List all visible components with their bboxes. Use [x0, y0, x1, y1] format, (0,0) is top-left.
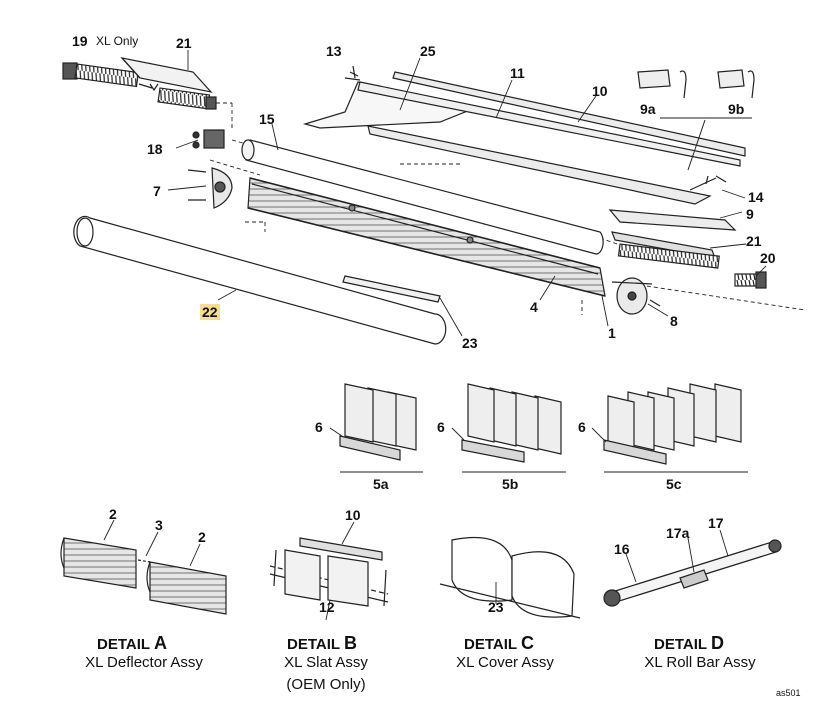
main-housing [247, 177, 606, 297]
detail-d-drawing [603, 529, 782, 607]
callout-19-note: XL Only [96, 34, 139, 48]
detail-a-caption: XL Deflector Assy [85, 654, 203, 671]
detail-d-word: DETAIL [654, 636, 707, 653]
callout-detail-a-3: 3 [155, 517, 163, 533]
callout-detail-b-12: 12 [319, 599, 335, 615]
detail-b-caption: XL Slat Assy [284, 654, 368, 671]
callout-6-5a: 6 [315, 419, 323, 435]
callout-4: 4 [530, 299, 538, 315]
detail-c-drawing [439, 536, 581, 619]
trim-strip-23 [342, 275, 463, 337]
callout-11: 11 [510, 65, 525, 81]
lead-rail-9-upper [367, 125, 727, 205]
leader-lines [167, 50, 767, 327]
roller-tube-15 [241, 139, 604, 255]
detail-a-word: DETAIL [97, 636, 150, 653]
detail-c-caption: XL Cover Assy [456, 654, 554, 671]
callout-20: 20 [760, 250, 776, 266]
callout-5a: 5a [373, 476, 389, 492]
end-cap-8 [611, 277, 661, 315]
callout-19: 19 [72, 33, 88, 49]
bracket-18 [192, 129, 225, 149]
rail-10 [392, 71, 746, 157]
detail-b-title: DETAIL B [287, 633, 357, 654]
detail-c-title: DETAIL C [464, 633, 534, 654]
awning-cover-25 [302, 65, 472, 129]
callout-detail-a-2-left: 2 [109, 506, 117, 522]
rail-21-top [120, 57, 213, 93]
part-9b [717, 69, 755, 99]
lead-rail-9 [608, 209, 737, 231]
callout-6-5b: 6 [437, 419, 445, 435]
detail-d-letter: D [710, 633, 724, 653]
callout-detail-d-17: 17 [708, 515, 724, 531]
callout-5c: 5c [666, 476, 682, 492]
callout-detail-a-2-right: 2 [198, 529, 206, 545]
detail-d-caption: XL Roll Bar Assy [644, 654, 756, 671]
callout-5b: 5b [502, 476, 519, 492]
detail-c-letter: C [520, 633, 534, 653]
detail-d-title: DETAIL D [654, 633, 724, 654]
detail-b-letter: B [343, 633, 357, 653]
detail-b-word: DETAIL [287, 636, 340, 653]
spring-end-20 [734, 271, 767, 289]
detail-a-letter: A [153, 633, 167, 653]
slat-group-5c [591, 383, 748, 473]
callout-7: 7 [153, 183, 161, 199]
detail-b-caption-2: (OEM Only) [286, 676, 366, 693]
callout-detail-b-10: 10 [345, 507, 361, 523]
callout-22: 22 [200, 304, 220, 320]
callout-14: 14 [748, 189, 764, 205]
callout-9a: 9a [640, 101, 656, 117]
slat-group-5a [329, 383, 423, 473]
callout-25: 25 [420, 43, 436, 59]
callout-9b: 9b [728, 101, 745, 117]
callout-1: 1 [608, 325, 616, 341]
link-lines [209, 102, 806, 315]
callout-21-right: 21 [746, 233, 762, 249]
callout-15: 15 [259, 111, 275, 127]
callout-13: 13 [326, 43, 342, 59]
callout-21-top: 21 [176, 35, 192, 51]
slat-group-5b [451, 383, 566, 473]
callout-detail-c-23: 23 [488, 599, 504, 615]
detail-a-title: DETAIL A [97, 633, 167, 654]
detail-b-drawing [269, 521, 389, 621]
callout-8: 8 [670, 313, 678, 329]
callout-18: 18 [147, 141, 163, 157]
spring-21-right [611, 231, 720, 269]
callout-6-5c: 6 [578, 419, 586, 435]
end-cap-7 [187, 167, 233, 209]
callout-9: 9 [746, 206, 754, 222]
cover-tube-22 [73, 215, 447, 345]
drawing-code: as501 [776, 688, 801, 698]
detail-a-drawing [60, 519, 227, 615]
callout-23: 23 [462, 335, 478, 351]
detail-c-word: DETAIL [464, 636, 517, 653]
callout-detail-d-17a: 17a [666, 525, 690, 541]
callout-detail-d-16: 16 [614, 541, 630, 557]
callout-10: 10 [592, 83, 608, 99]
front-rail-11 [357, 81, 741, 167]
part-9a [637, 69, 687, 99]
